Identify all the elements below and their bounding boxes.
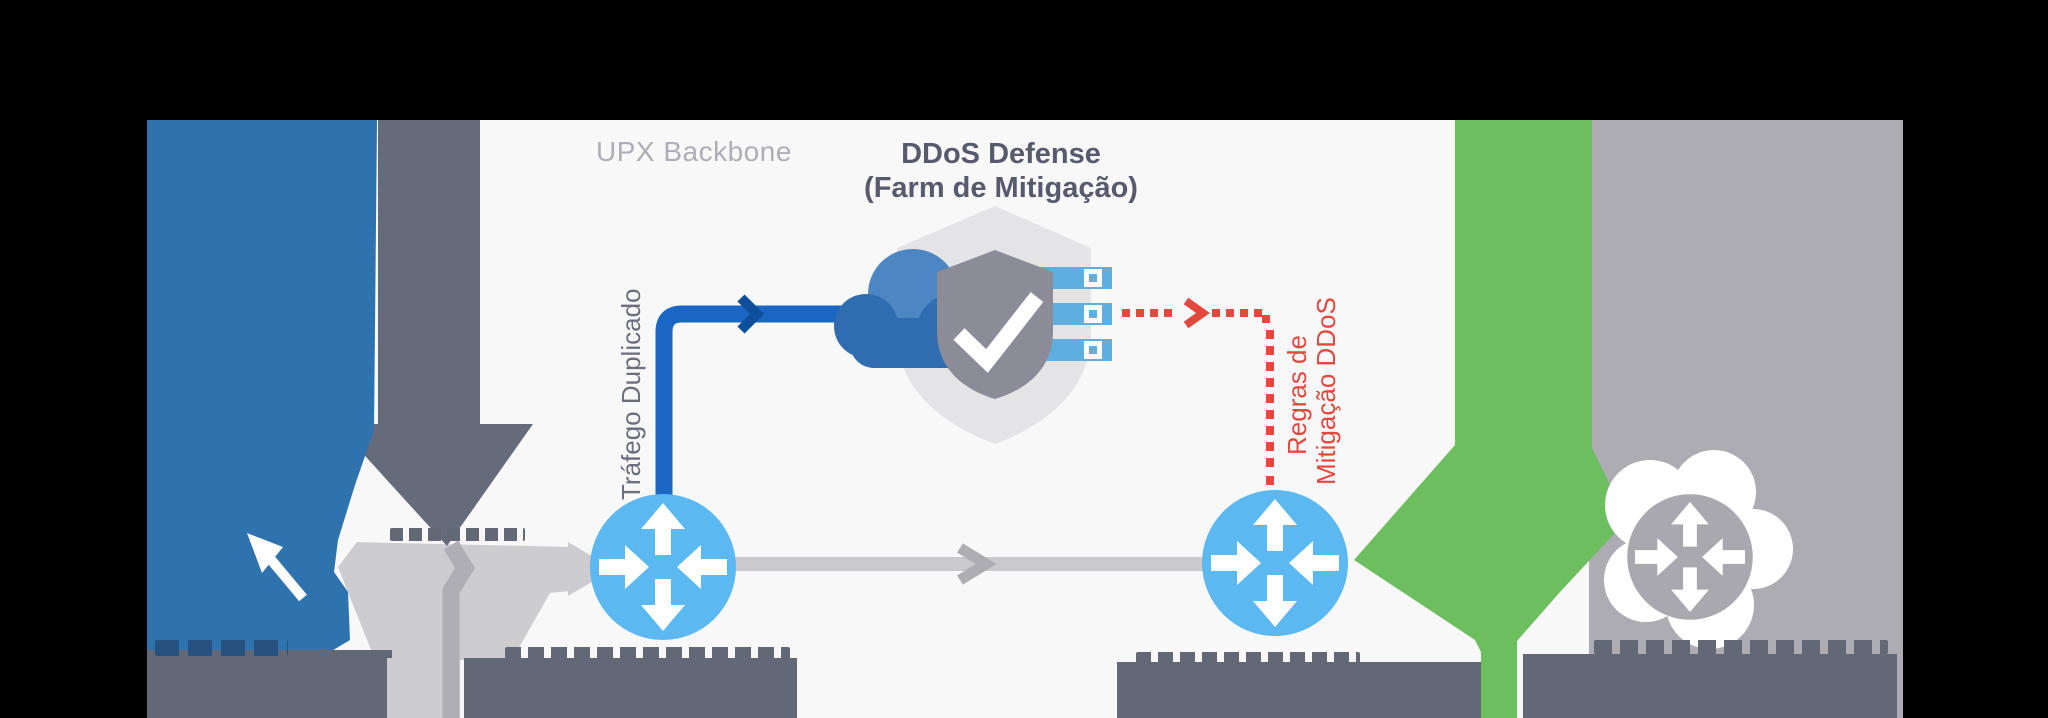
red-dot xyxy=(1266,458,1274,467)
red-dot xyxy=(1254,309,1262,317)
red-dot xyxy=(1262,315,1270,323)
red-dot xyxy=(1266,330,1274,339)
red-dot xyxy=(1266,394,1274,403)
mitigation-farm xyxy=(834,206,1112,444)
occluded-label-fragment xyxy=(390,528,525,541)
router-arrows xyxy=(599,503,727,631)
router-link-line xyxy=(735,557,1207,571)
router-arrows xyxy=(1634,501,1746,613)
server-port-inner xyxy=(1089,310,1097,318)
red-dot xyxy=(1122,309,1130,317)
red-dot xyxy=(1136,309,1144,317)
caption-banner-attacker xyxy=(147,650,392,718)
banner-label-fragment xyxy=(505,647,790,659)
red-dot xyxy=(1164,309,1172,317)
pipe-chevron-icon xyxy=(737,294,765,334)
upx-clean-router-icon xyxy=(1202,490,1348,636)
router-circle xyxy=(590,494,736,640)
red-dot xyxy=(1266,378,1274,387)
red-dot xyxy=(1266,442,1274,451)
defense-title: DDoS Defense (Farm de Mitigação) xyxy=(851,137,1151,205)
backbone-label: UPX Backbone xyxy=(596,136,792,167)
client-router-icon xyxy=(1627,494,1753,620)
attacker-label-fragment xyxy=(155,640,288,656)
red-dot xyxy=(1266,362,1274,371)
shield-check-icon xyxy=(937,250,1053,399)
red-chevron-icon xyxy=(1183,297,1210,329)
dirty-traffic-arrowhead xyxy=(336,424,533,546)
banner-label-fragment xyxy=(1594,640,1888,654)
dirty-traffic-tail-line xyxy=(442,540,475,718)
dirty-traffic-arrow xyxy=(336,120,533,546)
red-dot xyxy=(1266,346,1274,355)
router-link-chevron-icon xyxy=(957,543,997,585)
check-mark xyxy=(953,292,1044,373)
upx-edge-router-icon xyxy=(590,494,736,640)
ddos-attacker-shape xyxy=(147,120,377,652)
red-dot xyxy=(1226,309,1234,317)
banner-label-fragment xyxy=(1136,652,1360,663)
mitigation-rules-label: Regras de Mitigação DDoS xyxy=(1282,297,1341,485)
server-port-inner xyxy=(1089,274,1097,282)
red-dot xyxy=(1266,410,1274,419)
router-circle xyxy=(1202,490,1348,636)
duplicated-traffic-pipe xyxy=(655,305,880,498)
server-port-inner xyxy=(1089,346,1097,354)
red-dot xyxy=(1266,476,1274,485)
duplicated-traffic-label: Tráfego Duplicado xyxy=(616,288,646,501)
caption-banner-upx-router xyxy=(464,658,797,718)
router-circle xyxy=(1627,494,1753,620)
router-arrows xyxy=(1211,499,1339,627)
mitigation-rules-path xyxy=(1122,297,1274,485)
red-dot xyxy=(1150,309,1158,317)
caption-banner-client xyxy=(1523,654,1897,718)
caption-banner-clean-router xyxy=(1117,662,1483,718)
red-dot xyxy=(1212,309,1220,317)
cursor-arrow-icon xyxy=(247,533,283,573)
clean-traffic-arrow-tail xyxy=(1481,634,1517,718)
defense-title-line2: (Farm de Mitigação) xyxy=(864,172,1138,204)
dirty-traffic-arrow-shaft xyxy=(378,120,480,426)
mitigation-rules-line2: Mitigação DDoS xyxy=(1311,297,1341,485)
red-dot xyxy=(1240,309,1248,317)
attacker-blob xyxy=(147,120,377,652)
cursor-arrow-tail xyxy=(264,552,307,602)
defense-title-line1: DDoS Defense xyxy=(901,138,1101,170)
red-dot xyxy=(1266,426,1274,435)
clean-traffic-arrow xyxy=(1354,120,1627,718)
server-stack-icon xyxy=(1036,267,1112,361)
mitigation-rules-line1: Regras de xyxy=(1282,335,1312,455)
